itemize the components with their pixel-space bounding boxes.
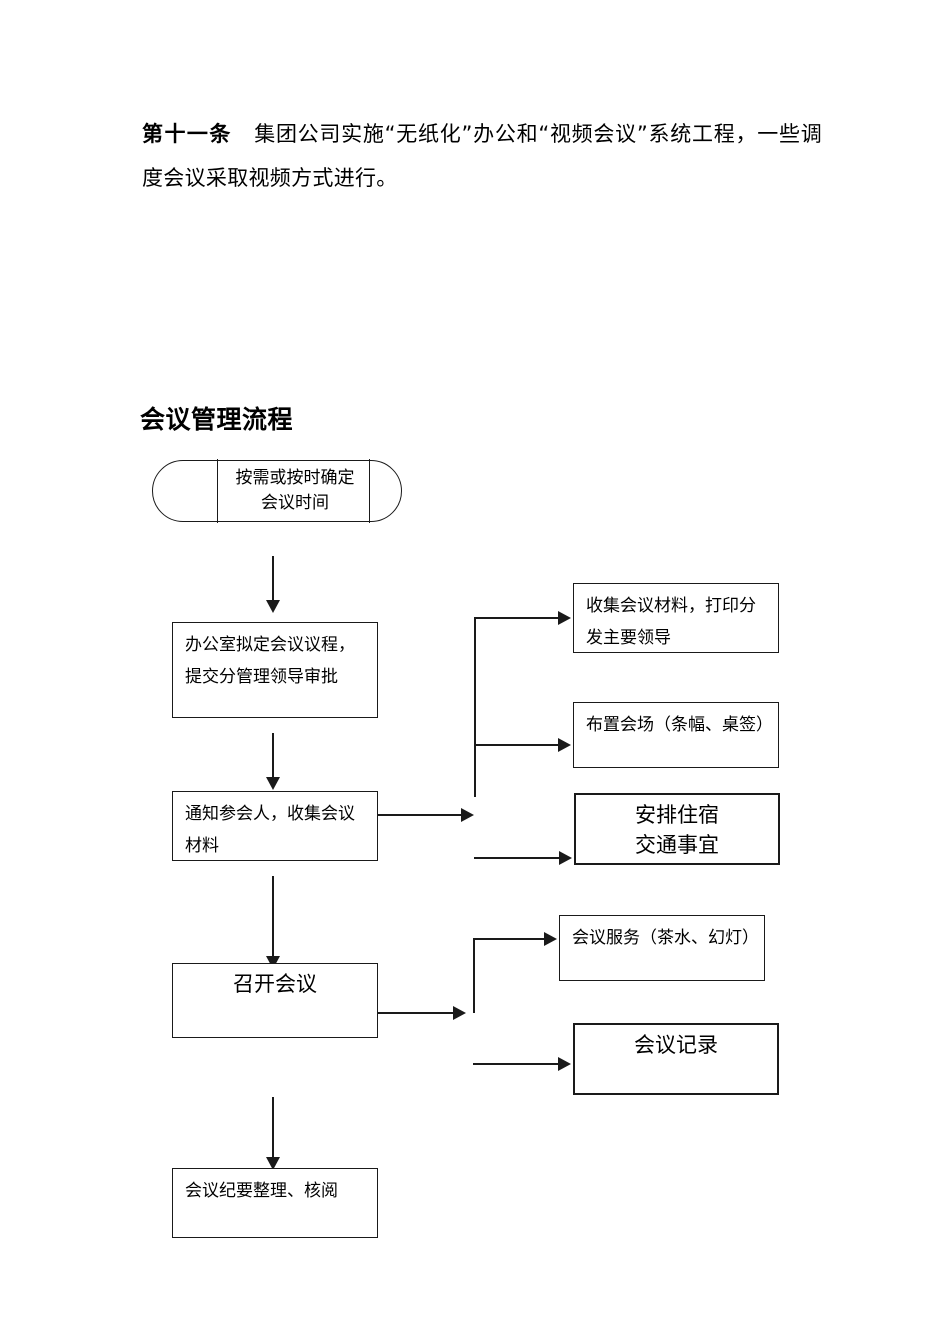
connector-hold-record-line [473,1063,561,1065]
branch-trunk-upper [474,617,476,797]
connector-notify-lodging-line [474,857,562,859]
flow-node-minutes-label: 会议纪要整理、核阅 [185,1181,338,1201]
connector-hold-trunk-line [378,1012,456,1014]
branch-trunk-lower [473,938,475,1013]
connector-hold-trunk-arrow [453,1006,466,1020]
flow-node-venue: 布置会场（条幅、桌签） [573,702,779,768]
clause-text: 集团公司实施“无纸化”办公和“视频会议”系统工程，一些调度会议采取视频方式进行。 [142,122,822,190]
flow-node-notify-label: 通知参会人，收集会议材料 [185,804,355,856]
flow-node-hold: 召开会议 [172,963,378,1038]
stored-divider-left [217,459,218,523]
clause-label: 第十一条 [142,122,232,146]
connector-start-agenda-arrow [266,600,280,613]
flow-node-lodging: 安排住宿 交通事宜 [574,793,780,865]
connector-agenda-notify-line [272,733,274,779]
connector-trunk-service-arrow [544,932,557,946]
connector-trunk-venue-line [474,744,561,746]
flow-node-agenda-label: 办公室拟定会议议程，提交分管理领导审批 [185,635,355,687]
flow-node-service-label: 会议服务（茶水、幻灯） [572,928,759,948]
flow-node-agenda: 办公室拟定会议议程，提交分管理领导审批 [172,622,378,718]
flow-node-minutes: 会议纪要整理、核阅 [172,1168,378,1238]
flow-node-service: 会议服务（茶水、幻灯） [559,915,765,981]
connector-trunk-materials-arrow [558,611,571,625]
connector-hold-minutes-line [272,1097,274,1159]
connector-trunk-materials-line [474,617,561,619]
flow-node-materials-label: 收集会议材料，打印分发主要领导 [586,596,756,648]
flow-node-lodging-label: 安排住宿 交通事宜 [635,803,719,857]
connector-notify-lodging-arrow [559,851,572,865]
connector-notify-trunk-line [378,814,464,816]
flow-node-hold-label: 召开会议 [233,972,317,996]
connector-notify-hold-line [272,876,274,958]
connector-start-agenda-line [272,556,274,602]
flow-node-record: 会议记录 [573,1023,779,1095]
connector-notify-trunk-arrow [461,808,474,822]
connector-agenda-notify-arrow [266,777,280,790]
connector-trunk-service-line [473,938,547,940]
flow-node-notify: 通知参会人，收集会议材料 [172,791,378,861]
body-paragraph: 第十一条集团公司实施“无纸化”办公和“视频会议”系统工程，一些调度会议采取视频方… [142,112,822,200]
flow-node-venue-label: 布置会场（条幅、桌签） [586,715,773,735]
flow-node-materials: 收集会议材料，打印分发主要领导 [573,583,779,653]
connector-hold-minutes-arrow [266,1157,280,1170]
section-title: 会议管理流程 [140,405,294,434]
flow-node-start-label: 按需或按时确定 会议时间 [235,468,355,513]
connector-trunk-venue-arrow [558,738,571,752]
flow-node-record-label: 会议记录 [634,1033,718,1057]
flow-node-start: 按需或按时确定 会议时间 [152,459,402,523]
stored-divider-right [369,459,370,523]
connector-hold-record-arrow [558,1057,571,1071]
